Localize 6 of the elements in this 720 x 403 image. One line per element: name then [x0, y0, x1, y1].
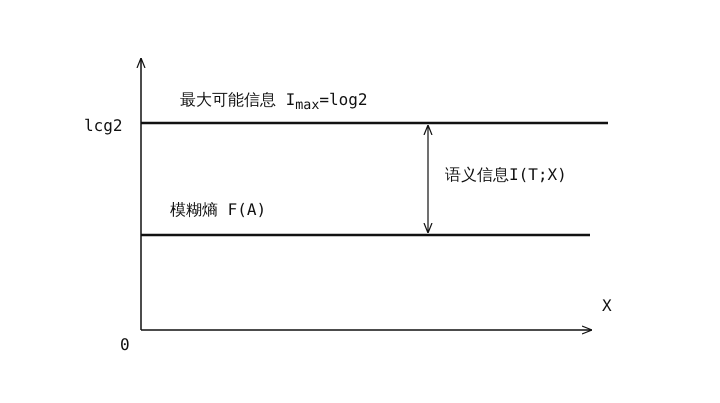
origin-label: 0: [120, 335, 130, 355]
semantic-information-label: 语义信息I(T;X): [445, 165, 567, 185]
axis-label: X: [602, 296, 612, 316]
axis-tick-label: lcg2: [84, 116, 123, 136]
max-information-label: 最大可能信息 I$_{max}$=log2: [180, 90, 368, 116]
fuzzy-entropy-label: 模糊熵 F(A): [170, 200, 266, 220]
